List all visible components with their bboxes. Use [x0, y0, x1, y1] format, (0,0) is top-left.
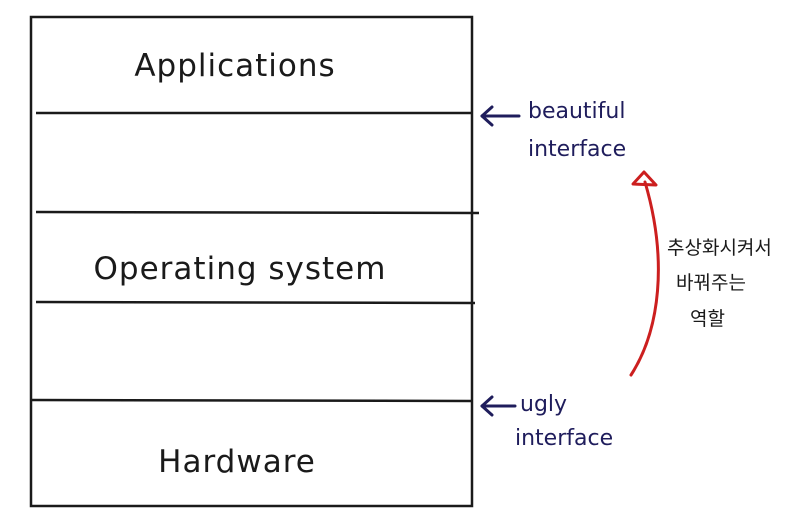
applications-label: Applications: [134, 48, 335, 84]
beautiful-interface-arrow-icon: [480, 105, 521, 127]
role-note-line1: 추상화시켜서: [667, 237, 772, 259]
operating-system-label: Operating system: [94, 251, 387, 287]
role-note-line3: 역할: [690, 308, 725, 330]
abstraction-arrow-icon: [629, 170, 660, 377]
hardware-label: Hardware: [158, 444, 316, 480]
layer-stack-box: [29, 15, 474, 508]
ugly-interface-arrow-icon: [480, 395, 517, 417]
divider-line: [30, 398, 473, 403]
ugly-interface-label-line1: ugly: [520, 392, 567, 417]
divider-line: [35, 300, 476, 305]
beautiful-interface-label-line2: interface: [528, 137, 626, 162]
beautiful-interface-label-line1: beautiful: [528, 99, 625, 124]
role-note-line2: 바꿔주는: [676, 272, 746, 294]
divider-line: [35, 210, 480, 215]
ugly-interface-label-line2: interface: [515, 426, 613, 451]
